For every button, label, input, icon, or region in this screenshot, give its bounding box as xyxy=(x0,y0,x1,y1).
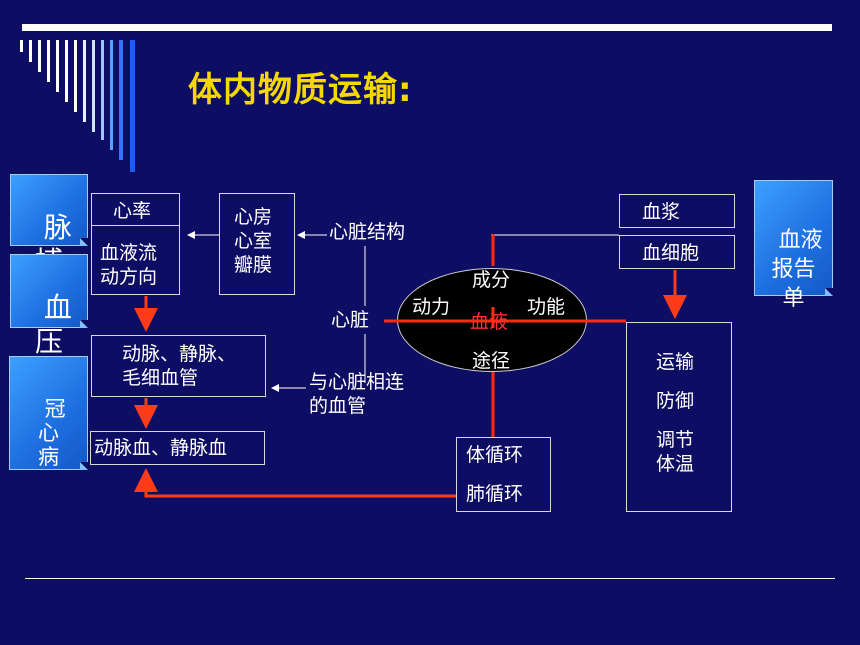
plasma-box xyxy=(619,194,735,228)
heart-structure-label: 心脏结构 xyxy=(329,221,406,243)
heart-parts-label: 心房 心室 瓣膜 xyxy=(234,206,273,276)
function-temperature: 调节 体温 xyxy=(656,429,695,475)
bottom-rule xyxy=(25,578,835,579)
top-bar xyxy=(22,24,832,31)
blood-cells-box xyxy=(619,235,735,269)
functions-box xyxy=(626,322,732,512)
page-fold-icon xyxy=(80,320,88,328)
page-fold-icon xyxy=(825,288,833,296)
function-label: 功能 xyxy=(527,296,566,318)
vessel-types-box xyxy=(91,335,266,397)
blood-cells-label: 血细胞 xyxy=(642,242,700,264)
plasma-label: 血浆 xyxy=(642,201,681,223)
tag-blood-pressure: 血 压 xyxy=(10,254,88,358)
circulation-box xyxy=(456,437,551,512)
systemic-circulation: 体循环 xyxy=(466,444,524,466)
function-transport: 运输 xyxy=(656,351,695,373)
pathway-label: 途径 xyxy=(472,350,511,372)
blood-types-label: 动脉血、静脉血 xyxy=(94,437,228,459)
pulmonary-circulation: 肺循环 xyxy=(466,483,524,505)
power-label: 动力 xyxy=(412,296,451,318)
vessel-types-label: 动脉、静脉、 毛细血管 xyxy=(122,343,237,389)
function-defense: 防御 xyxy=(656,390,695,412)
tag-coronary: 冠 心 病 xyxy=(9,356,88,470)
heart-rate-cell xyxy=(91,193,180,226)
blood-types-box xyxy=(90,431,265,465)
arrow-circulation-to-blood-types xyxy=(134,468,456,498)
page-fold-icon xyxy=(80,462,88,470)
composition-label: 成分 xyxy=(472,269,511,291)
heart-label: 心脏 xyxy=(331,309,370,331)
decorative-stripes xyxy=(20,40,135,172)
connected-vessels-label: 与心脏相连 的血管 xyxy=(309,371,405,417)
tag-blood-pressure-label: 血 压 xyxy=(34,291,72,358)
page-fold-icon xyxy=(80,238,88,246)
page-title: 体内物质运输: xyxy=(188,70,413,110)
tag-coronary-label: 冠 心 病 xyxy=(38,397,66,469)
blood-label: 血液 xyxy=(470,311,509,333)
heart-rate-label: 心率 xyxy=(113,200,152,222)
tag-blood-report-label: 血液 报告 单 xyxy=(771,228,823,311)
heart-parts-box xyxy=(219,193,295,295)
tag-pulse: 脉 搏 xyxy=(10,174,88,278)
tag-blood-report: 血液 报告 单 xyxy=(754,180,833,311)
blood-flow-label: 血液流 动方向 xyxy=(100,242,158,288)
